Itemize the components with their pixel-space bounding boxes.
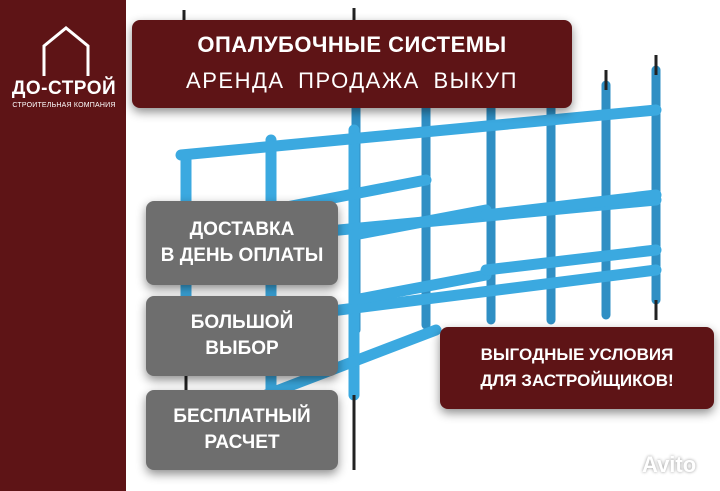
feature-delivery: ДОСТАВКА В ДЕНЬ ОПЛАТЫ [146,201,338,285]
feature-delivery-line1: ДОСТАВКА [189,219,295,240]
offer-line1: ВЫГОДНЫЕ УСЛОВИЯ [480,345,674,364]
brand-tagline: СТРОИТЕЛЬНАЯ КОМПАНИЯ [12,102,116,109]
feature-selection-line1: БОЛЬШОЙ [190,312,294,333]
banner-subtitle: АРЕНДА ПРОДАЖА ВЫКУП [186,68,518,93]
brand-sidebar: ДО-СТРОЙ СТРОИТЕЛЬНАЯ КОМПАНИЯ [0,0,126,491]
avito-logo-icon [615,456,635,476]
offer-banner: ВЫГОДНЫЕ УСЛОВИЯ ДЛЯ ЗАСТРОЙЩИКОВ! [440,327,714,409]
avito-watermark: Avito [612,450,716,480]
brand-name: ДО-СТРОЙ [11,78,117,99]
feature-calculation: БЕСПЛАТНЫЙ РАСЧЕТ [146,390,338,470]
offer-line2: ДЛЯ ЗАСТРОЙЩИКОВ! [480,371,674,390]
avito-watermark-text: Avito [642,452,697,477]
feature-calculation-line1: БЕСПЛАТНЫЙ [173,406,311,427]
company-logo: ДО-СТРОЙ СТРОИТЕЛЬНАЯ КОМПАНИЯ [8,24,120,119]
feature-selection: БОЛЬШОЙ ВЫБОР [146,296,338,376]
feature-delivery-line2: В ДЕНЬ ОПЛАТЫ [160,245,324,266]
title-banner: ОПАЛУБОЧНЫЕ СИСТЕМЫ АРЕНДА ПРОДАЖА ВЫКУП [132,20,572,108]
feature-calculation-line2: РАСЧЕТ [204,432,280,453]
banner-title: ОПАЛУБОЧНЫЕ СИСТЕМЫ [197,32,507,57]
feature-selection-line2: ВЫБОР [205,338,279,359]
house-icon [42,26,90,76]
